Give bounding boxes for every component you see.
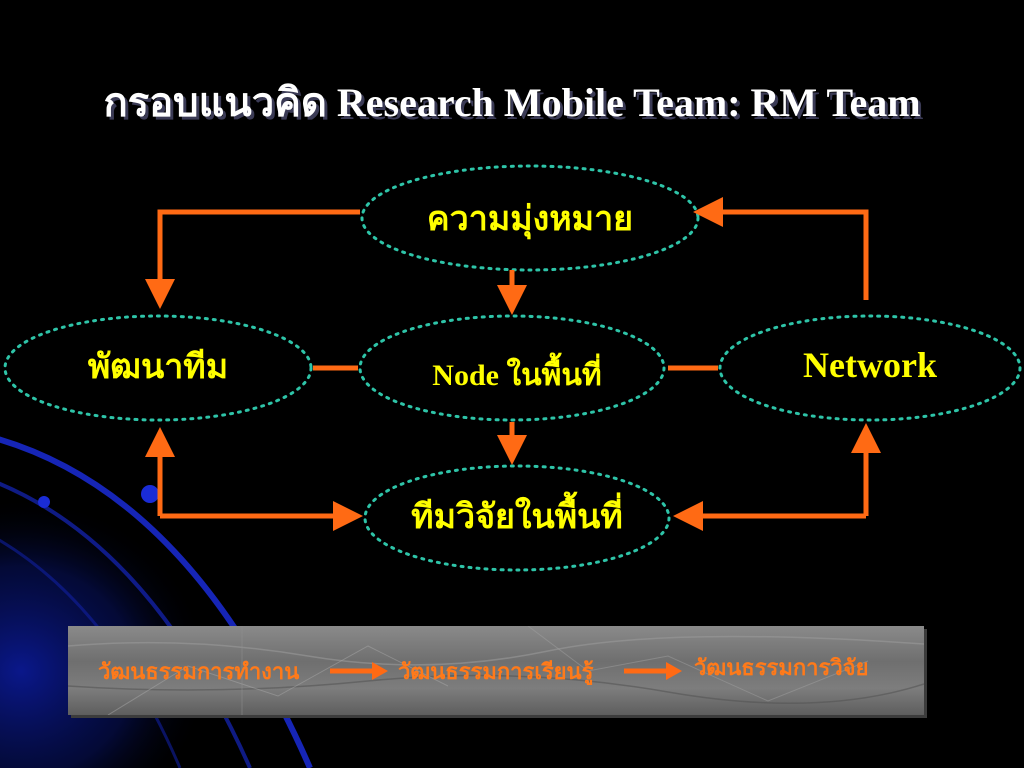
research-team-node-label: ทีมวิจัยในพื้นที่ <box>411 499 623 536</box>
team-dev-node-ellipse <box>3 314 313 422</box>
node-area-label: Node ในพื้นที่ <box>432 359 602 392</box>
strip-arrow-1 <box>330 662 388 680</box>
culture-strip: วัฒนธรรมการทำงาน วัฒนธรรมการเรียนรู้ วัฒ… <box>68 626 924 715</box>
slide-title: กรอบแนวคิด Research Mobile Team: RM Team <box>103 80 921 125</box>
research-culture-label: วัฒนธรรมการวิจัย <box>694 655 869 680</box>
research-team-node-ellipse <box>363 464 671 572</box>
marble-texture <box>68 626 924 715</box>
learning-culture-label: วัฒนธรรมการเรียนรู้ <box>398 659 594 684</box>
node-area-ellipse <box>358 314 666 422</box>
network-node-ellipse <box>718 314 1022 422</box>
network-node-label: Network <box>803 345 937 385</box>
work-culture-label: วัฒนธรรมการทำงาน <box>98 659 300 684</box>
goal-to-team-dev-arrow <box>145 209 360 310</box>
network-to-goal-arrow <box>692 197 869 300</box>
goal-node-label: ความมุ่งหมาย <box>426 201 634 238</box>
strip-arrow-2 <box>624 662 682 680</box>
team-dev-node-label: พัฒนาทีม <box>87 349 229 386</box>
